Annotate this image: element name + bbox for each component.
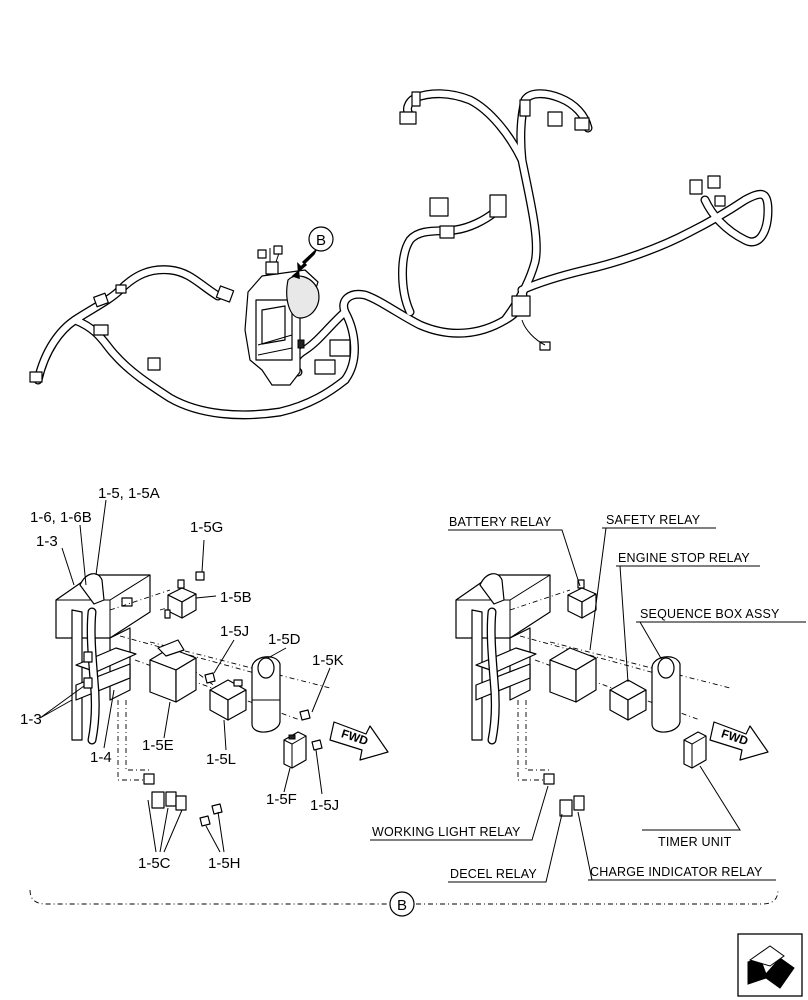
label-battery-relay: BATTERY RELAY xyxy=(449,515,552,529)
named-components-view: FWD xyxy=(370,527,806,883)
label-timer-unit: TIMER UNIT xyxy=(658,835,732,849)
label-1-5l: 1-5L xyxy=(206,751,236,768)
forward-arrow-icon: FWD xyxy=(329,721,389,761)
exploded-parts-view: FWD xyxy=(39,499,389,853)
label-1-5j-top: 1-5J xyxy=(220,623,249,640)
label-1-4: 1-4 xyxy=(90,749,112,766)
label-1-5h: 1-5H xyxy=(208,855,241,872)
view-b-bracket: B xyxy=(29,889,779,917)
label-1-5-1-5a: 1-5, 1-5A xyxy=(98,485,160,502)
label-1-5e: 1-5E xyxy=(142,737,174,754)
label-sequence-box-assy: SEQUENCE BOX ASSY xyxy=(640,607,780,621)
label-engine-stop-relay: ENGINE STOP RELAY xyxy=(618,551,750,565)
label-safety-relay: SAFETY RELAY xyxy=(606,513,701,527)
relay-panel-assembly xyxy=(244,245,320,386)
label-1-5g: 1-5G xyxy=(190,519,223,536)
harness-connectors xyxy=(29,91,726,383)
label-working-light-relay: WORKING LIGHT RELAY xyxy=(372,825,521,839)
view-b-bracket-circle xyxy=(389,891,415,917)
label-1-3-top: 1-3 xyxy=(36,533,58,550)
label-1-5b: 1-5B xyxy=(220,589,252,606)
label-1-5j-bottom: 1-5J xyxy=(310,797,339,814)
view-b-callout-circle xyxy=(308,226,334,252)
label-1-5f: 1-5F xyxy=(266,791,297,808)
view-b-bracket-label: B xyxy=(397,897,407,914)
label-1-3-bottom: 1-3 xyxy=(20,711,42,728)
label-1-5k: 1-5K xyxy=(312,652,344,669)
view-b-callout: B xyxy=(316,232,326,249)
forward-arrow-icon-right: FWD xyxy=(709,721,769,761)
label-1-6-1-6b: 1-6, 1-6B xyxy=(30,509,92,526)
wiring-harness-overview: B xyxy=(29,89,773,420)
return-arrow-icon[interactable] xyxy=(737,933,803,997)
label-1-5d: 1-5D xyxy=(268,631,301,648)
label-decel-relay: DECEL RELAY xyxy=(450,867,537,881)
component-name-labels: BATTERY RELAY SAFETY RELAY ENGINE STOP R… xyxy=(372,513,780,881)
label-charge-indicator-relay: CHARGE INDICATOR RELAY xyxy=(590,865,763,879)
view-arrow-icon xyxy=(291,249,317,280)
part-number-labels: 1-5, 1-5A 1-6, 1-6B 1-3 1-5G 1-5B 1-5J 1… xyxy=(20,485,344,872)
label-1-5c: 1-5C xyxy=(138,855,171,872)
